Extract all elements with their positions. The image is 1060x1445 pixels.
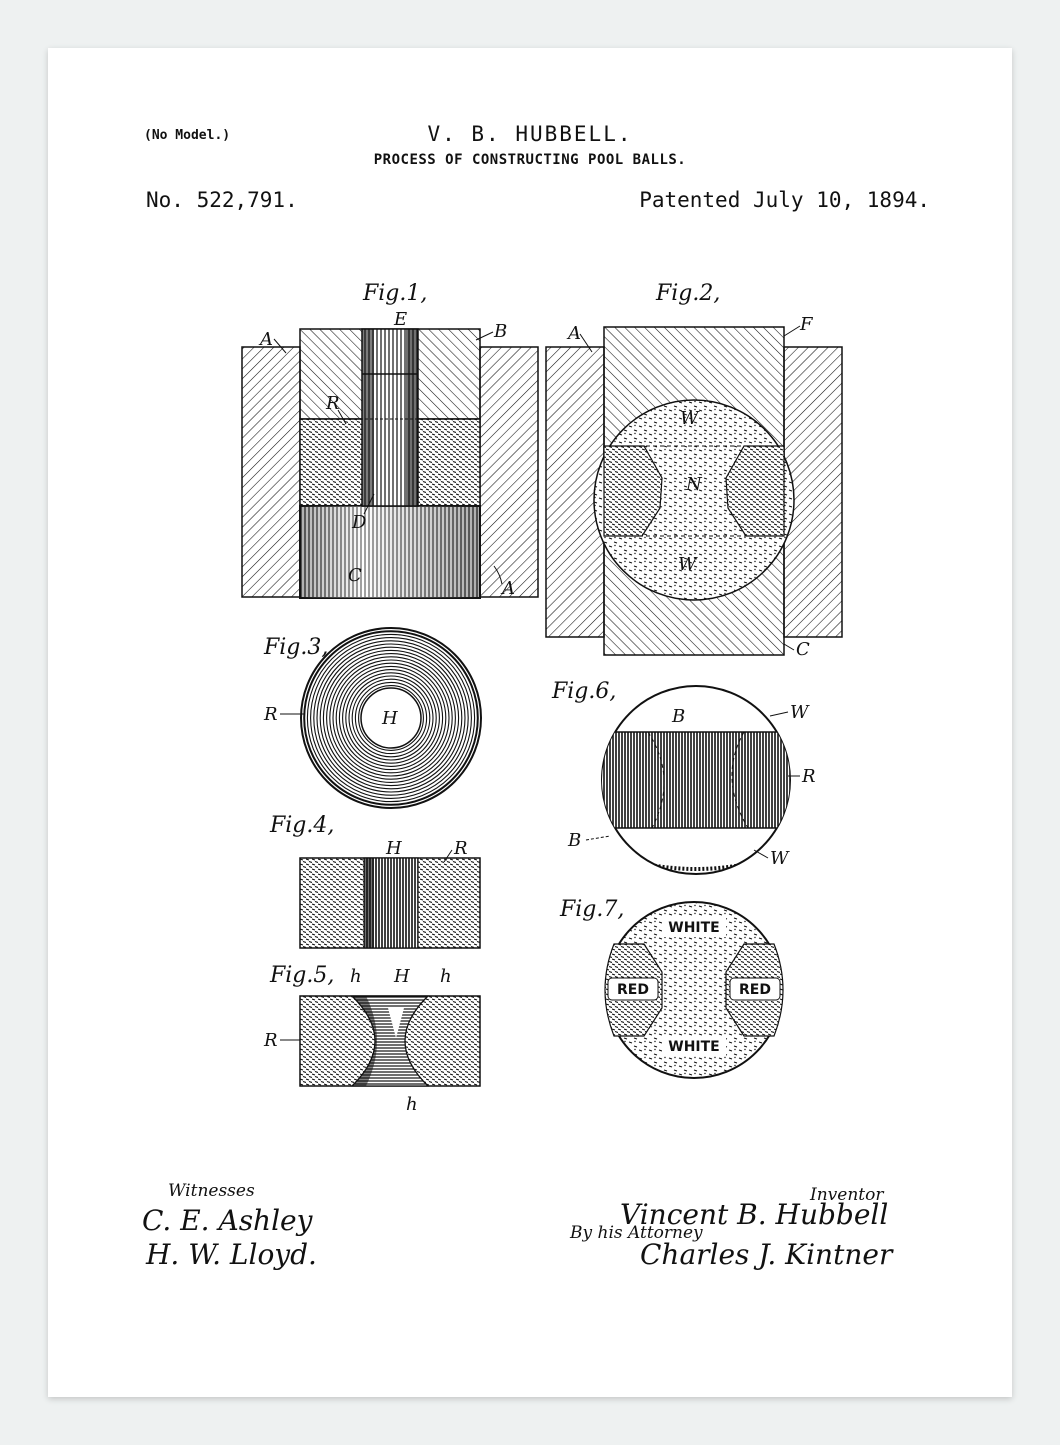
inventor-block: Inventor Vincent B. Hubbell By his Attor…	[569, 1185, 894, 1271]
fig1-label-c: C	[348, 565, 362, 586]
fig3-ring	[335, 662, 447, 774]
figure-1: Fig.1, A B E R D	[241, 281, 539, 599]
no-model-note: (No Model.)	[144, 128, 231, 143]
figure-4: Fig.4, H R	[269, 813, 481, 949]
fig3-title: Fig.3,	[263, 635, 328, 660]
fig2-label-w-bottom: W	[678, 554, 698, 575]
witnesses-block: Witnesses C. E. Ashley H. W. Lloyd.	[142, 1181, 317, 1271]
fig3-ring	[342, 669, 440, 767]
fig3-ring	[306, 633, 476, 803]
patent-sheet: (No Model.) V. B. HUBBELL. PROCESS OF CO…	[48, 48, 1012, 1397]
fig3-ring	[316, 643, 466, 793]
fig3-hole	[360, 687, 422, 749]
fig5-label-h-bottom: h	[406, 1094, 418, 1115]
inventor-heading: V. B. HUBBELL.	[427, 122, 633, 146]
witness-1-signature: C. E. Ashley	[142, 1204, 314, 1237]
fig2-label-n: N	[685, 474, 703, 495]
fig1-mold-right	[479, 346, 539, 598]
fig3-rings	[300, 627, 482, 809]
fig7-label-red-right: RED	[739, 982, 771, 998]
fig3-ring	[326, 653, 456, 783]
fig3-label-r: R	[263, 704, 278, 725]
patent-drawing: Fig.1, A B E R D	[142, 281, 894, 1271]
fig3-ring	[332, 659, 450, 777]
fig6-label-b-bottom: B	[567, 830, 581, 851]
fig5-title: Fig.5,	[269, 963, 334, 988]
fig3-ring	[358, 685, 424, 751]
figure-2: Fig.2, W N W A F C	[545, 281, 843, 660]
fig2-label-a: A	[566, 323, 581, 344]
fig7-label-white-bottom: WHITE	[668, 1039, 719, 1055]
fig3-ring	[319, 646, 463, 790]
fig5-label-h-big: H	[393, 966, 410, 987]
fig2-title: Fig.2,	[655, 281, 720, 306]
fig3-ring	[303, 630, 479, 806]
fig1-label-r: R	[325, 393, 340, 414]
fig1-label-a-bottom: A	[500, 578, 515, 599]
fig3-ring	[338, 665, 444, 771]
fig6-title: Fig.6,	[551, 679, 616, 704]
figure-6: Fig.6, B W R B W	[551, 679, 816, 875]
fig6-label-b-top: B	[671, 706, 685, 727]
fig4-label-h: H	[385, 838, 402, 859]
fig3-label-h: H	[381, 708, 398, 729]
fig5-label-r: R	[263, 1030, 278, 1051]
figure-7: Fig.7, WHITE RED RED WHITE	[559, 897, 784, 1079]
fig6-band	[602, 731, 790, 829]
fig7-title: Fig.7,	[559, 897, 624, 922]
inventor-label: Inventor	[809, 1185, 884, 1205]
fig1-title: Fig.1,	[362, 281, 427, 306]
fig2-label-f: F	[799, 314, 814, 335]
fig4-title: Fig.4,	[269, 813, 334, 838]
fig5-label-h-right: h	[440, 966, 452, 987]
fig3-ring	[322, 649, 460, 787]
figure-5: Fig.5, h H h R h	[263, 963, 481, 1115]
fig7-label-white-top: WHITE	[668, 920, 719, 936]
fig3-ring	[310, 637, 472, 799]
fig3-ring	[348, 675, 434, 761]
fig1-label-e: E	[393, 309, 407, 330]
fig5-label-h-left: h	[350, 966, 362, 987]
fig6-label-w-top: W	[790, 702, 810, 723]
fig6-label-r: R	[801, 766, 816, 787]
fig3-ring	[351, 678, 431, 758]
by-attorney-label: By his Attorney	[569, 1223, 703, 1243]
fig2-label-w-top: W	[680, 408, 700, 429]
fig4-label-r: R	[453, 838, 468, 859]
fig3-ring	[354, 681, 428, 755]
inventor-signature: Vincent B. Hubbell	[620, 1198, 888, 1231]
fig6-label-w-bottom: W	[770, 848, 790, 869]
patent-title: PROCESS OF CONSTRUCTING POOL BALLS.	[373, 152, 687, 168]
fig3-ring	[313, 640, 469, 796]
fig1-label-b: B	[493, 321, 507, 342]
patent-date: Patented July 10, 1894.	[639, 188, 930, 212]
fig3-ring	[300, 627, 482, 809]
patent-number: No. 522,791.	[146, 188, 298, 212]
figure-3: Fig.3, H R	[263, 627, 482, 809]
witnesses-heading: Witnesses	[168, 1181, 255, 1201]
fig2-label-c: C	[796, 639, 810, 660]
fig3-ring	[345, 672, 437, 764]
fig1-label-a-top: A	[258, 329, 273, 350]
fig1-mold-left	[241, 346, 301, 598]
fig7-label-red-left: RED	[617, 982, 649, 998]
attorney-signature: Charles J. Kintner	[640, 1238, 894, 1271]
witness-2-signature: H. W. Lloyd.	[145, 1238, 317, 1271]
fig3-ring	[329, 656, 453, 780]
fig1-label-d: D	[351, 512, 367, 533]
